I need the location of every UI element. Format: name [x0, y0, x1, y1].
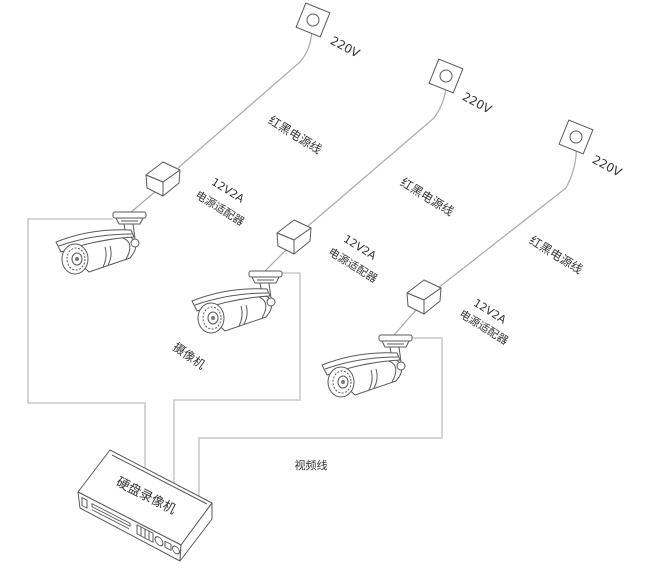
dc-lead-1 — [129, 190, 157, 214]
power-cable-label: 红黑电源线 — [398, 174, 457, 219]
bullet-camera-icon — [55, 211, 147, 275]
power-cable-label: 红黑电源线 — [266, 112, 325, 157]
power-cable-label: 红黑电源线 — [527, 232, 586, 277]
power-cable-3 — [437, 143, 577, 289]
video-cable-3 — [198, 337, 443, 496]
power-cable-1 — [177, 26, 313, 169]
power-outlet-icon — [428, 58, 464, 94]
outlet-voltage-label: 220V — [590, 153, 625, 180]
power-adapter-icon — [145, 161, 181, 197]
video-cable-2 — [173, 272, 301, 483]
video-cable-1 — [27, 218, 146, 468]
dc-lead-3 — [392, 308, 418, 337]
power-adapter-icon — [276, 219, 312, 255]
bullet-camera-icon — [191, 270, 283, 334]
dvr-icon — [77, 449, 213, 562]
power-cable-2 — [307, 83, 447, 227]
power-outlet-icon — [295, 2, 331, 38]
power-adapter-icon — [406, 279, 442, 315]
power-outlet-icon — [558, 119, 594, 155]
dc-lead-2 — [262, 248, 288, 274]
video-cable-label: 视频线 — [295, 458, 328, 472]
outlet-voltage-label: 220V — [328, 34, 363, 61]
outlet-voltage-label: 220V — [460, 90, 495, 117]
bullet-camera-icon — [321, 334, 413, 398]
camera-label: 摄像机 — [170, 339, 208, 372]
